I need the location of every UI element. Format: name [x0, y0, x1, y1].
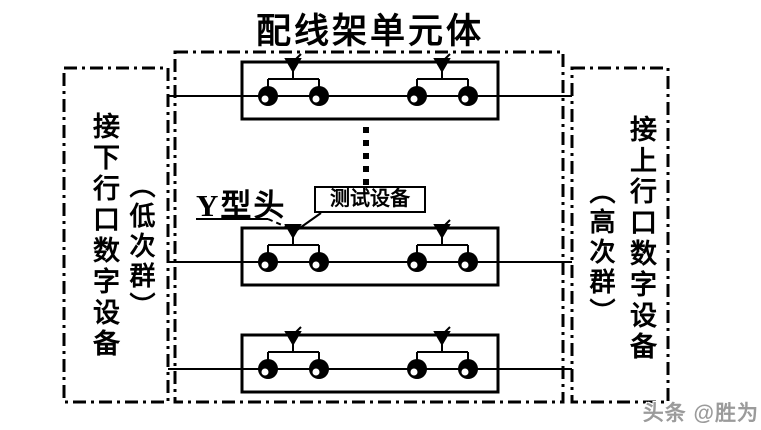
left-panel-label: 接下行口数字设备 — [89, 112, 119, 360]
jack-circles — [258, 86, 478, 379]
test-device-leader-line — [296, 212, 322, 231]
y-head-icon — [433, 331, 451, 346]
jack-circle — [407, 86, 427, 106]
y-head-icon — [433, 224, 451, 239]
unit-box-3-wiring — [267, 326, 469, 360]
jack-circle — [258, 252, 278, 272]
left-panel-group-label: （低次群） — [126, 172, 155, 322]
uplink-devices-boundary — [570, 66, 670, 404]
jack-circle — [309, 86, 329, 106]
unit-box-2-wiring — [267, 219, 469, 253]
jack-circle — [458, 252, 478, 272]
unit-box-1 — [240, 60, 500, 121]
jack-circle — [309, 359, 329, 379]
jack-circle — [309, 252, 329, 272]
y-head-icon — [433, 58, 451, 73]
leader-lines — [196, 212, 322, 231]
y-head-icon — [284, 331, 302, 346]
jack-circle — [407, 359, 427, 379]
jack-circle — [258, 359, 278, 379]
y-head-leader-line — [267, 218, 292, 230]
jack-circle — [407, 252, 427, 272]
unit-box-1-wiring — [267, 53, 469, 87]
y-head-icon — [284, 58, 302, 73]
jack-circle — [458, 359, 478, 379]
y-head-icon — [284, 224, 302, 239]
right-panel-group-label: （高次群） — [586, 178, 615, 328]
patch-panel-unit-boundary — [173, 50, 565, 404]
diagram-title: 配线架单元体 — [255, 12, 484, 51]
unit-box-2 — [240, 226, 500, 287]
continuation-dots — [363, 127, 369, 185]
downlink-devices-boundary — [62, 66, 170, 404]
right-panel-label: 接上行口数字设备 — [626, 115, 656, 363]
row-lines — [168, 95, 572, 370]
test-device-label: 测试设备 — [314, 186, 426, 213]
unit-box-3 — [240, 333, 500, 394]
watermark: 头条 @胜为 — [642, 402, 759, 425]
y-head-label: Y型头 — [196, 188, 287, 223]
jack-circle — [258, 86, 278, 106]
jack-circle — [458, 86, 478, 106]
